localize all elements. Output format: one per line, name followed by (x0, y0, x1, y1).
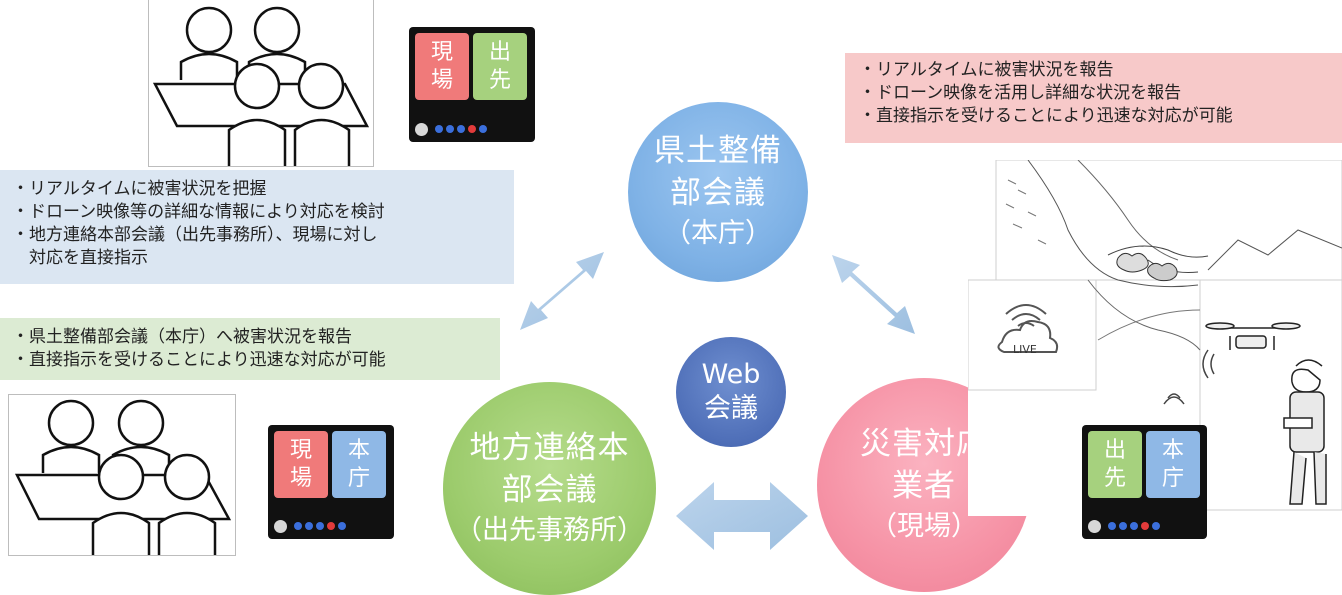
meeting-people-illustration-bottom (8, 394, 236, 556)
tile-desaki: 出先 (473, 33, 527, 100)
tile-genba: 現場 (274, 431, 328, 498)
live-label: LIVE (1013, 343, 1037, 356)
node-prefecture-hq: 県土整備 部会議 （本庁） (628, 102, 808, 282)
call-controls (415, 122, 487, 136)
landslide-sketch: LIVE (967, 159, 1342, 511)
people-icon (152, 6, 370, 166)
tile-honcho: 本庁 (1146, 431, 1200, 498)
operator-icon (1283, 359, 1327, 505)
arrow-left-right (676, 482, 808, 550)
drone-icon (1205, 322, 1301, 350)
people-icon (14, 399, 232, 555)
note-headquarters-benefits: ・リアルタイムに被害状況を把握 ・ドローン映像等の詳細な情報により対応を検討 ・… (0, 170, 514, 284)
meeting-people-illustration-top (148, 0, 374, 167)
arrow-top-left (520, 252, 604, 330)
video-call-device-top: 現場 出先 (409, 27, 535, 142)
live-cloud-icon (997, 304, 1059, 353)
note-regional-office-benefits: ・県土整備部会議（本庁）へ被害状況を報告 ・直接指示を受けることにより迅速な対応… (0, 318, 500, 380)
call-controls (1088, 519, 1160, 533)
tile-desaki: 出先 (1088, 431, 1142, 498)
node-web-meeting: Web 会議 (676, 337, 786, 447)
tile-honcho: 本庁 (332, 431, 386, 498)
tile-genba: 現場 (415, 33, 469, 100)
call-controls (274, 519, 346, 533)
arrow-top-right (832, 255, 915, 334)
video-call-device-right: 出先 本庁 (1082, 425, 1207, 539)
note-contractor-benefits: ・リアルタイムに被害状況を報告 ・ドローン映像を活用し詳細な状況を報告 ・直接指… (845, 53, 1342, 143)
node-regional-office: 地方連絡本 部会議 （出先事務所） (443, 382, 656, 595)
video-call-device-left: 現場 本庁 (268, 425, 394, 539)
